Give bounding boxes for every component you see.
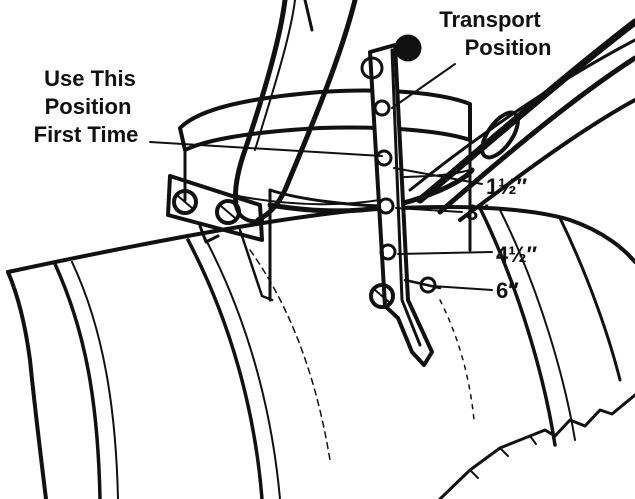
hole-4-5 (379, 243, 397, 261)
leader-4-5 (397, 251, 493, 255)
label-first-time-line1: Use This (44, 66, 136, 91)
leader-6 (431, 285, 493, 291)
label-transport-line2: Position (465, 35, 552, 60)
handle-tube (233, 0, 358, 224)
leader-first-time (149, 141, 383, 157)
depth-bar (360, 34, 442, 367)
label-depth-6: 6″ (496, 278, 519, 303)
hole-3 (377, 197, 395, 215)
label-first-time-line2: Position (45, 94, 132, 119)
hole-1-5 (375, 149, 393, 167)
label-depth-3: 3″ (466, 200, 489, 225)
leader-transport (391, 63, 456, 109)
label-first-time-line3: First Time (34, 122, 139, 147)
leader-lines (149, 63, 493, 291)
leader-3 (395, 207, 463, 213)
callout-labels: Transport Position Use This Position Fir… (34, 7, 552, 303)
leader-1-5 (393, 167, 483, 185)
transport-hole (373, 99, 391, 117)
label-transport-line1: Transport (439, 7, 541, 32)
label-depth-4-5: 4½″ (496, 242, 538, 267)
label-depth-1-5: 1½″ (486, 174, 528, 199)
control-cables (379, 18, 635, 222)
tine-hood (6, 205, 635, 499)
